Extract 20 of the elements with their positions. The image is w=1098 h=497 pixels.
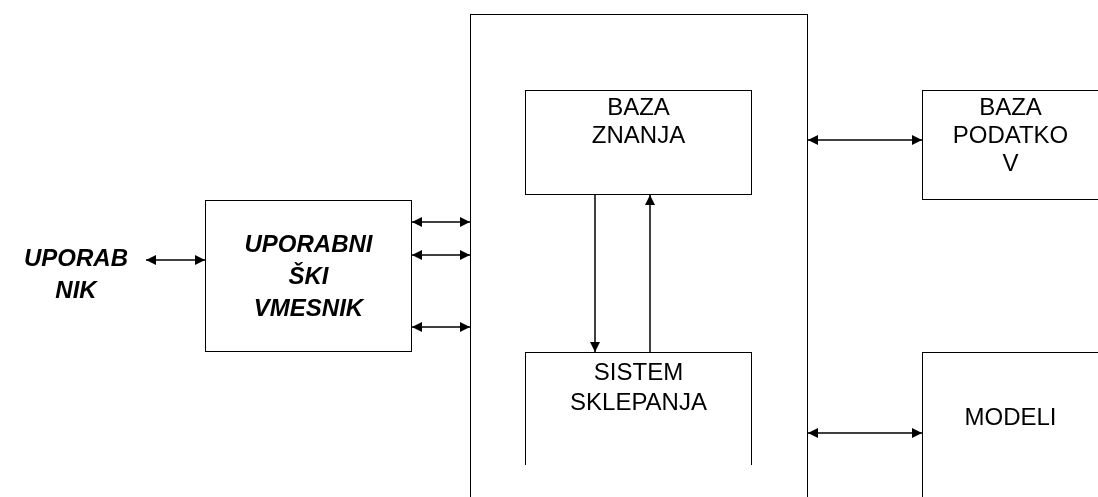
arrow <box>807 135 923 145</box>
inference-system-box <box>525 352 752 465</box>
arrow <box>145 255 206 265</box>
knowledge-base-box <box>525 90 752 195</box>
arrow <box>411 217 471 227</box>
interface-box <box>205 200 412 352</box>
arrow <box>411 322 471 332</box>
database-box <box>922 90 1098 200</box>
box-label: SISTEM SKLEPANJA <box>569 357 708 417</box>
box-label: MODELI <box>964 402 1057 432</box>
box-label: BAZA ZNANJA <box>590 93 687 150</box>
models-box <box>922 352 1098 497</box>
system-container <box>470 14 808 497</box>
box-label: UPORABNI ŠKI VMESNIK <box>243 229 374 323</box>
arrow <box>645 194 655 353</box>
arrow <box>807 428 923 438</box>
box-label: BAZA PODATKO V <box>951 93 1070 178</box>
arrow <box>411 250 471 260</box>
arrow <box>590 194 600 353</box>
user-label: UPORAB NIK <box>23 243 129 305</box>
